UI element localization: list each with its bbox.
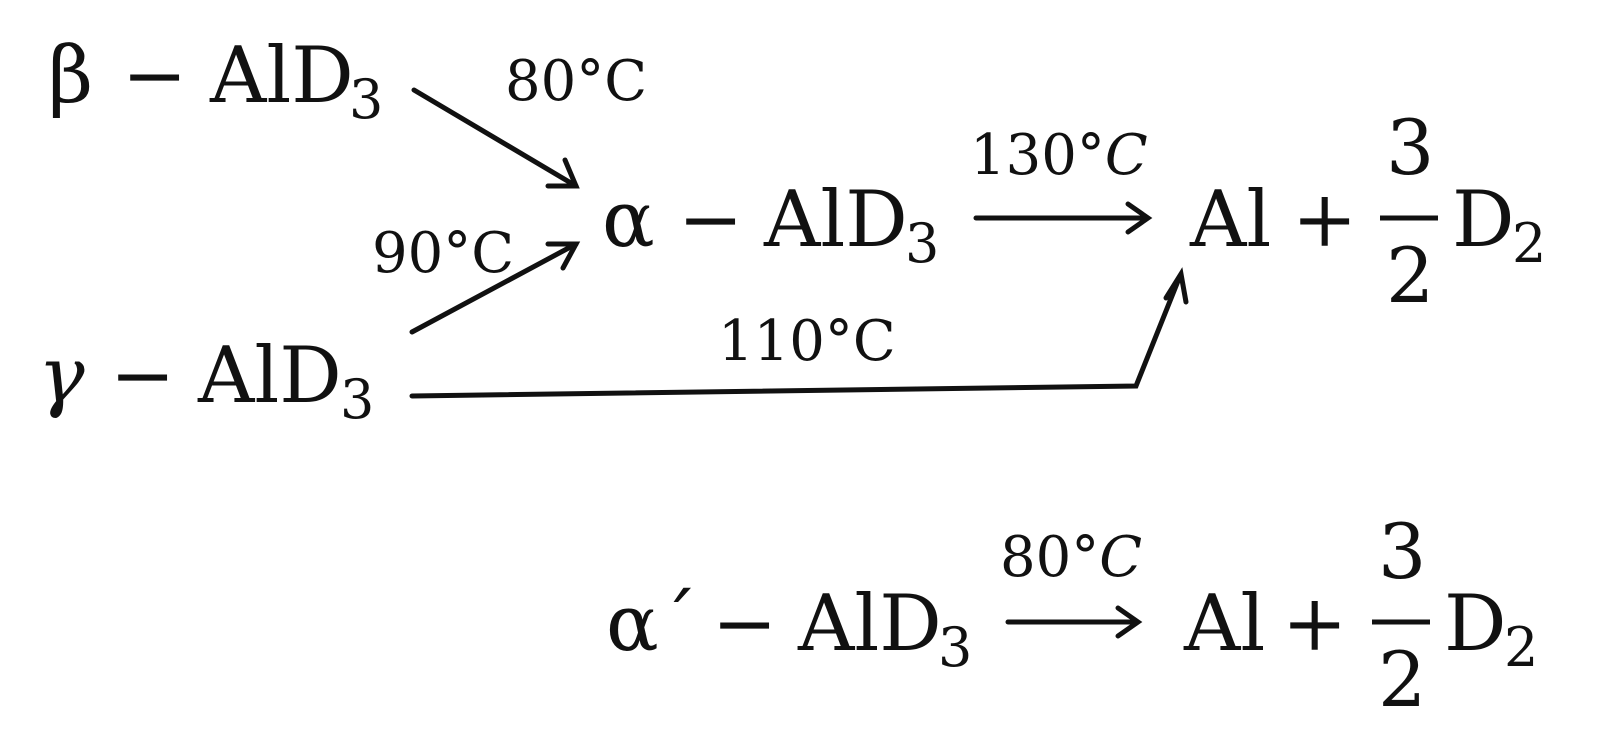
bottom-product: Al + 3 2 D 2 bbox=[1183, 507, 1538, 724]
alpha-subscript: 3 bbox=[905, 212, 939, 275]
top-product-d-subscript: 2 bbox=[1512, 212, 1546, 275]
gamma-formula: AlD bbox=[197, 331, 342, 421]
arrow-gamma-to-alpha: 90°C bbox=[372, 221, 581, 335]
beta-aluminum-deuteride: β − AlD 3 bbox=[48, 31, 383, 131]
bottom-product-denominator: 2 bbox=[1378, 635, 1426, 724]
top-product: Al + 3 2 D 2 bbox=[1189, 103, 1546, 320]
gamma-aluminum-deuteride: γ − AlD 3 bbox=[38, 331, 374, 431]
top-product-d: D bbox=[1452, 175, 1515, 265]
alpha-prime-dash: − bbox=[712, 579, 777, 669]
top-product-plus: + bbox=[1292, 175, 1357, 265]
beta-subscript: 3 bbox=[349, 68, 383, 131]
alpha-formula: AlD bbox=[763, 175, 908, 265]
gamma-dash: − bbox=[110, 331, 175, 421]
arrow-gamma-to-alpha-head bbox=[545, 241, 581, 271]
bottom-product-d: D bbox=[1444, 579, 1507, 669]
alpha-dash: − bbox=[678, 175, 743, 265]
arrow-gamma-to-product-head bbox=[1163, 267, 1189, 305]
temp-alpha-prime-to-product: 80°C bbox=[1000, 525, 1142, 590]
arrow-alpha-to-product-head bbox=[1125, 201, 1153, 235]
arrow-gamma-to-product-shaft bbox=[409, 273, 1183, 399]
top-product-al: Al bbox=[1189, 175, 1271, 265]
alpha-symbol: α bbox=[602, 175, 655, 265]
temp-gamma-to-product: 110°C bbox=[718, 309, 896, 374]
top-product-numerator: 3 bbox=[1386, 103, 1434, 192]
gamma-subscript: 3 bbox=[340, 368, 374, 431]
bottom-product-d-subscript: 2 bbox=[1504, 616, 1538, 679]
bottom-product-plus: + bbox=[1282, 579, 1347, 669]
beta-dash: − bbox=[122, 31, 187, 121]
arrow-gamma-to-product: 110°C bbox=[409, 267, 1189, 399]
alpha-aluminum-deuteride: α − AlD 3 bbox=[602, 175, 939, 275]
alpha-prime-symbol: α´ bbox=[606, 579, 698, 669]
arrow-beta-to-alpha-head bbox=[545, 157, 580, 189]
arrow-alpha-to-product: 130°C bbox=[970, 123, 1153, 235]
alpha-prime-formula: AlD bbox=[797, 579, 942, 669]
temp-alpha-to-product: 130°C bbox=[970, 123, 1148, 188]
temp-gamma-to-alpha: 90°C bbox=[372, 221, 514, 286]
arrow-gamma-to-alpha-shaft bbox=[409, 241, 579, 335]
arrow-alpha-prime-to-product-head bbox=[1115, 605, 1143, 639]
temp-beta-to-alpha: 80°C bbox=[505, 49, 647, 114]
arrow-alpha-prime-to-product: 80°C bbox=[1000, 525, 1143, 639]
alpha-prime-subscript: 3 bbox=[938, 616, 972, 679]
top-product-denominator: 2 bbox=[1386, 231, 1434, 320]
arrow-beta-to-alpha-shaft bbox=[411, 87, 579, 189]
arrow-beta-to-alpha: 80°C bbox=[411, 49, 647, 189]
beta-formula: AlD bbox=[209, 31, 354, 121]
gamma-symbol: γ bbox=[38, 331, 85, 421]
bottom-product-numerator: 3 bbox=[1378, 507, 1426, 596]
beta-symbol: β bbox=[48, 31, 93, 121]
alpha-prime-aluminum-deuteride: α´ − AlD 3 bbox=[606, 579, 972, 679]
bottom-product-al: Al bbox=[1183, 579, 1265, 669]
